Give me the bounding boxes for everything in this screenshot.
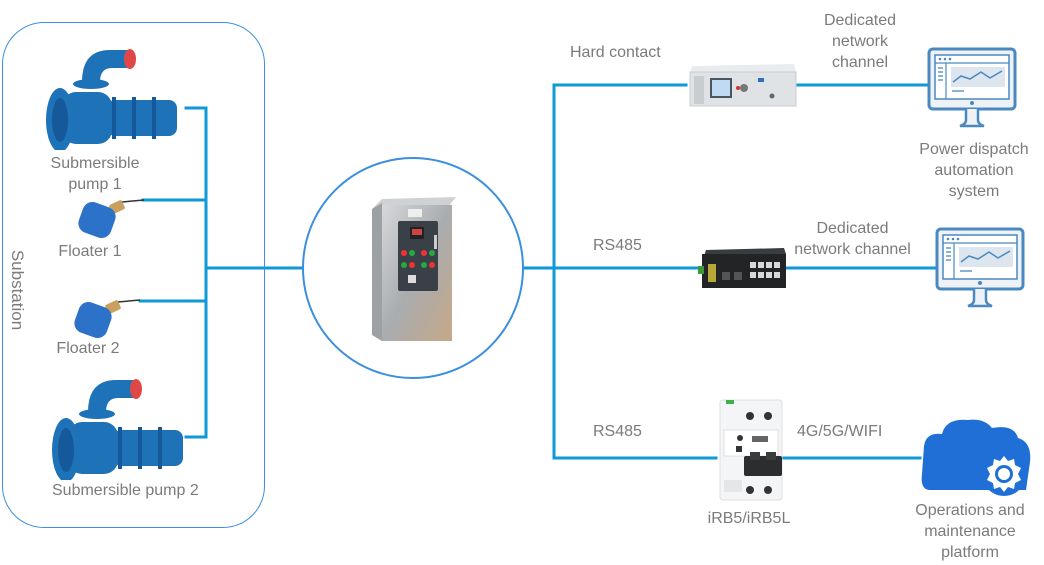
- branch-1-uplink-label-line-1: Dedicated: [823, 12, 897, 29]
- branch-1-target-label-line-2: automation: [934, 162, 1014, 179]
- branch-1-uplink-label-line-2: network: [831, 33, 889, 50]
- branch-3-target-label: Operations and maintenance platform: [900, 500, 1040, 563]
- branch-1-link-label: Hard contact: [570, 44, 661, 61]
- pump-2-label: Submersible pump 2: [52, 482, 199, 499]
- branch-3-target-label-line-1: Operations and: [915, 502, 1025, 519]
- pump-1-label: Submersible pump 1: [30, 153, 160, 195]
- branch-1-target-label: Power dispatch automation system: [904, 139, 1044, 202]
- branch-3-link-label: RS485: [593, 423, 642, 440]
- branch-3-device-label: iRB5/iRB5L: [707, 510, 791, 527]
- submersible-pump-icon: [52, 379, 183, 480]
- branch-2-uplink-label-line-2: network channel: [794, 241, 911, 258]
- branch-1-target-label-line-3: system: [948, 183, 1000, 200]
- branch-2-uplink-label: Dedicated network channel: [785, 218, 920, 260]
- branch-1-target-label-line-1: Power dispatch: [919, 141, 1029, 158]
- pump-1-label-line-1: Submersible: [50, 155, 140, 172]
- pump-1-label-line-2: pump 1: [68, 176, 122, 193]
- floater-1-label: Floater 1: [58, 243, 122, 260]
- rack-terminal-icon: [689, 64, 797, 107]
- branch-3-target-label-line-3: platform: [941, 544, 999, 561]
- branch-3-uplink-label: 4G/5G/WIFI: [797, 423, 883, 440]
- control-cabinet-icon: [372, 197, 456, 341]
- submersible-pump-icon: [46, 49, 177, 150]
- branch-1-uplink-label: Dedicated network channel: [800, 10, 920, 73]
- ethernet-switch-icon: [698, 248, 786, 288]
- branch-2-uplink-label-line-1: Dedicated: [816, 220, 889, 237]
- float-switch-icon: [74, 299, 141, 339]
- substation-label: Substation: [8, 249, 27, 331]
- branch-1-uplink-label-line-3: channel: [831, 54, 889, 71]
- controller-hub[interactable]: [302, 157, 524, 379]
- substation-group-frame: [2, 22, 265, 528]
- float-switch-icon: [78, 199, 145, 239]
- floater-2-label: Floater 2: [56, 340, 120, 357]
- branch-2-link-label: RS485: [593, 237, 642, 254]
- cloud-gear-icon[interactable]: [918, 416, 1034, 496]
- monitor-chart-icon[interactable]: [926, 46, 1018, 130]
- monitor-chart-icon[interactable]: [934, 226, 1026, 310]
- branch-3-target-label-line-2: maintenance: [924, 523, 1016, 540]
- smart-breaker-icon: [719, 399, 783, 501]
